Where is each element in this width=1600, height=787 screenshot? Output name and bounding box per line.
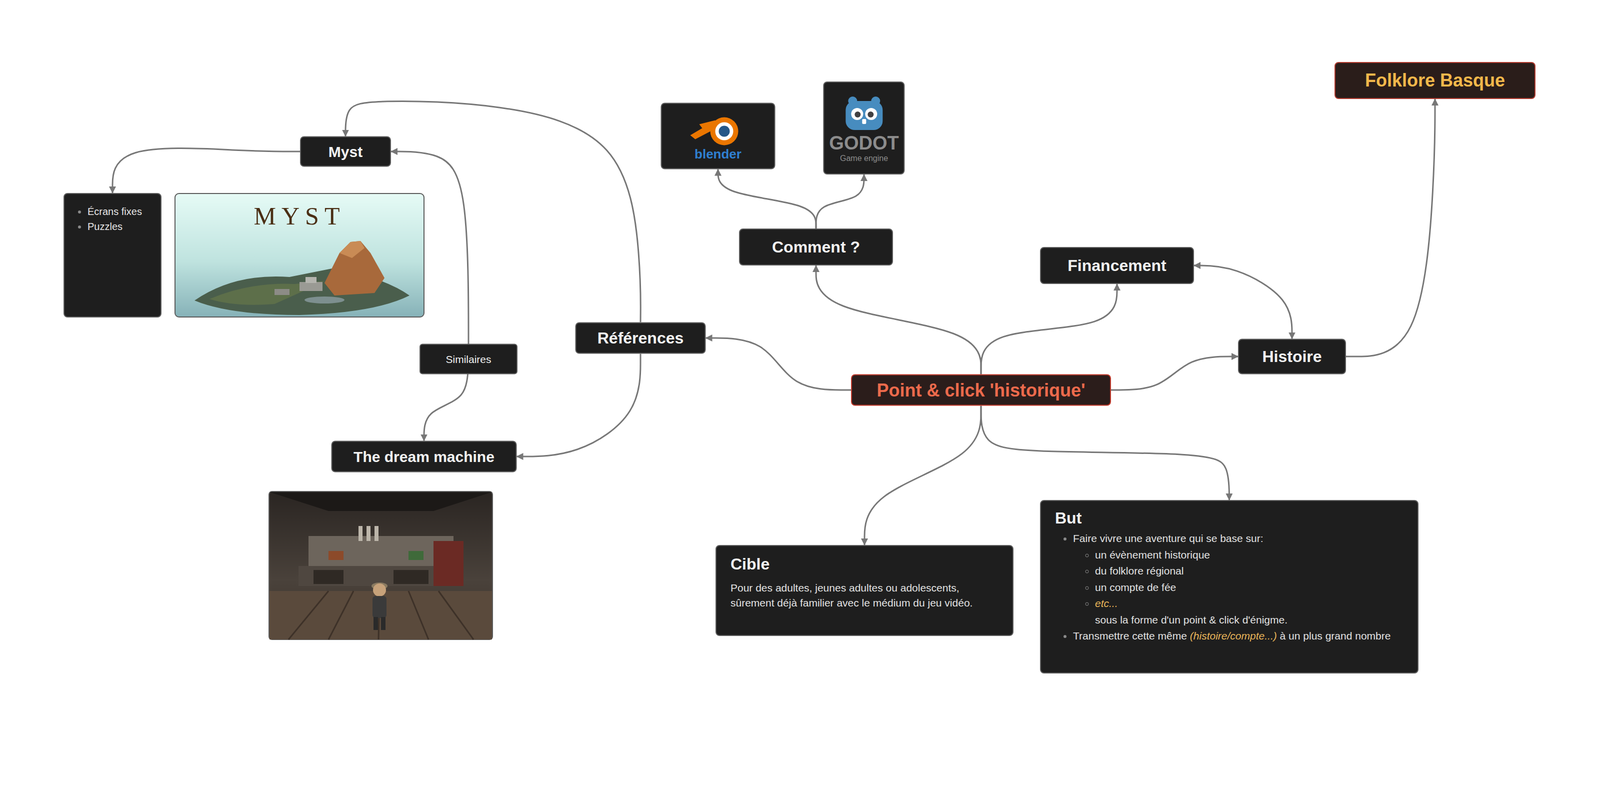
topic-box: Histoire	[1238, 339, 1346, 375]
connector	[706, 338, 852, 390]
topic-box: The dream machine	[331, 441, 517, 473]
list-text: Transmettre cette même	[1073, 630, 1187, 642]
logo-text: blender	[694, 147, 742, 160]
list-item: Écrans fixes	[87, 204, 154, 219]
topic-box: Folklore Basque	[1334, 62, 1536, 99]
connector	[1111, 356, 1238, 390]
list-text: Puzzles	[87, 221, 123, 232]
list-item: Puzzles	[87, 219, 154, 234]
bullet-list: un évènement historique du folklore régio…	[1073, 547, 1404, 612]
topic-box: Références	[575, 322, 706, 354]
bullet-list: Faire vivre une aventure qui se base sur…	[1055, 530, 1404, 645]
connector	[517, 354, 641, 457]
image-title: MYST	[254, 201, 346, 231]
logo-subtext: Game engine	[840, 154, 888, 163]
bullets-box: Écrans fixesPuzzles	[63, 193, 162, 318]
connector	[391, 151, 469, 441]
list-text: sous la forme d'un point & click d'énigm…	[1073, 612, 1404, 629]
list-item: etc...	[1095, 595, 1404, 612]
connector	[718, 169, 816, 229]
list-text: Faire vivre une aventure qui se base sur…	[1073, 532, 1264, 544]
connector	[816, 265, 981, 375]
list-item: Faire vivre une aventure qui se base sur…	[1073, 530, 1404, 628]
box-title: Myst	[328, 143, 363, 160]
list-item: un compte de fée	[1095, 579, 1404, 596]
connector	[981, 406, 1230, 501]
connector	[1346, 99, 1435, 357]
topic-box: Point & click 'historique'	[851, 374, 1111, 406]
blender-box: blender	[661, 103, 776, 170]
list-item: un évènement historique	[1095, 547, 1404, 564]
box-title: Point & click 'historique'	[876, 379, 1085, 401]
connector	[1194, 265, 1292, 339]
box-title: The dream machine	[353, 448, 495, 465]
card-heading: But	[1055, 509, 1404, 528]
box-title: Références	[597, 329, 684, 348]
bullet-list: Écrans fixesPuzzles	[67, 204, 154, 234]
topic-box: Comment ?	[739, 228, 893, 266]
godot-box: GODOTGame engine	[823, 81, 905, 175]
list-text: (histoire/compte...)	[1190, 630, 1277, 642]
box-title: Folklore Basque	[1365, 70, 1505, 91]
card-box: CiblePour des adultes, jeunes adultes ou…	[715, 545, 1014, 636]
blender-logo	[688, 112, 748, 147]
list-item: Transmettre cette même(histoire/compte..…	[1073, 628, 1404, 645]
connector	[112, 148, 300, 193]
box-title: Financement	[1067, 256, 1166, 275]
list-text: un évènement historique	[1095, 549, 1210, 561]
list-text: à un plus grand nombre	[1280, 630, 1391, 642]
card-heading: Cible	[730, 555, 999, 574]
connector	[981, 284, 1117, 375]
logo-text: GODOT	[829, 133, 899, 154]
list-text: un compte de fée	[1095, 581, 1176, 593]
box-title: Comment ?	[772, 238, 860, 257]
connector	[816, 174, 864, 229]
card-body: Pour des adultes, jeunes adultes ou adol…	[730, 580, 999, 611]
topic-box: Myst	[300, 136, 391, 167]
list-text: du folklore régional	[1095, 565, 1184, 577]
topic-box: Financement	[1040, 247, 1194, 284]
godot-logo	[841, 93, 887, 133]
list-item: du folklore régional	[1095, 563, 1404, 580]
connector	[864, 406, 981, 546]
connector	[345, 101, 641, 323]
edge-label: Similaires	[419, 344, 518, 375]
but-box: ButFaire vivre une aventure qui se base …	[1040, 500, 1419, 674]
list-text: etc...	[1095, 597, 1118, 609]
dream-machine-screenshot	[268, 491, 493, 640]
box-title: Histoire	[1262, 347, 1322, 366]
list-text: Écrans fixes	[87, 206, 142, 217]
